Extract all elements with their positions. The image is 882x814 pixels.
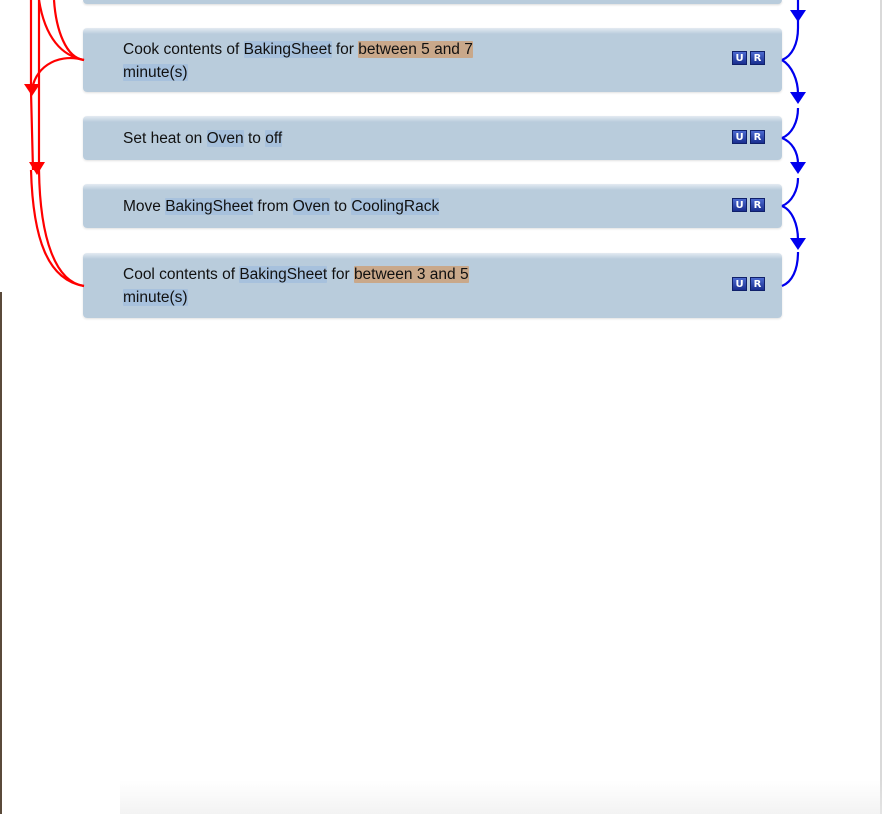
step-card-cool[interactable]: Cool contents of BakingSheet for between…	[83, 253, 782, 318]
u-button[interactable]: U	[732, 198, 747, 212]
sequence-edge	[781, 14, 800, 62]
step-text: Cook contents of BakingSheet for between…	[123, 38, 523, 84]
dependency-edge	[37, 0, 85, 62]
unit-token[interactable]: minute(s)	[123, 64, 188, 81]
edge-layer	[24, 0, 806, 288]
arrowhead-icon	[29, 162, 45, 175]
step-text-fragment: to	[243, 130, 266, 147]
r-button[interactable]: R	[750, 277, 765, 291]
sequence-edge	[781, 204, 800, 241]
step-button-group: U R	[732, 51, 765, 65]
sequence-edge	[781, 136, 800, 165]
r-button[interactable]: R	[750, 198, 765, 212]
arrowhead-icon	[790, 92, 806, 104]
arrowhead-icon	[790, 10, 806, 22]
bottom-shadow	[120, 780, 882, 814]
step-text-fragment: for	[327, 266, 354, 283]
object-token[interactable]: Oven	[206, 130, 244, 147]
value-token[interactable]: off	[265, 130, 283, 147]
step-text-fragment: from	[253, 198, 293, 215]
dependency-edge	[37, 169, 85, 288]
duration-token[interactable]: between 3 and 5	[353, 266, 469, 283]
step-verb-text: Cool contents of	[123, 266, 240, 283]
step-verb-text: Set heat on	[123, 130, 207, 147]
step-card-heat-off[interactable]: Set heat on Oven to off U R	[83, 116, 782, 160]
step-card-cook[interactable]: Cook contents of BakingSheet for between…	[83, 28, 782, 92]
u-button[interactable]: U	[732, 51, 747, 65]
step-button-group: U R	[732, 198, 765, 212]
step-text: Cool contents of BakingSheet for between…	[123, 263, 523, 309]
r-button[interactable]: R	[750, 51, 765, 65]
duration-token[interactable]: between 5 and 7	[358, 41, 473, 58]
step-button-group: U R	[732, 277, 765, 291]
u-button[interactable]: U	[732, 277, 747, 291]
arrowhead-icon	[24, 84, 40, 96]
step-verb-text: Move	[123, 198, 166, 215]
object-token[interactable]: Oven	[292, 198, 330, 215]
step-text: Set heat on Oven to off	[123, 127, 523, 150]
object-token[interactable]: BakingSheet	[239, 266, 328, 283]
object-token[interactable]: BakingSheet	[165, 198, 254, 215]
step-card-move[interactable]: Move BakingSheet from Oven to CoolingRac…	[83, 184, 782, 228]
step-button-group: U R	[732, 130, 765, 144]
previous-step-card[interactable]	[83, 0, 782, 4]
unit-token[interactable]: minute(s)	[123, 289, 188, 306]
object-token[interactable]: BakingSheet	[243, 41, 332, 58]
u-button[interactable]: U	[732, 130, 747, 144]
sequence-arrowheads	[790, 10, 806, 250]
sequence-edge	[781, 59, 800, 95]
sequence-edge	[781, 107, 800, 140]
sequence-edge	[781, 251, 800, 288]
arrowhead-icon	[790, 162, 806, 174]
step-verb-text: Cook contents of	[123, 41, 244, 58]
dependency-arrowheads	[24, 84, 45, 175]
object-token[interactable]: CoolingRack	[351, 198, 440, 215]
window-edge-right	[880, 0, 882, 814]
window-edge-left	[0, 292, 2, 814]
step-text-fragment: for	[331, 41, 359, 58]
arrowhead-icon	[790, 238, 806, 250]
r-button[interactable]: R	[750, 130, 765, 144]
step-text-fragment: to	[329, 198, 352, 215]
dependency-edges	[29, 0, 85, 288]
dependency-edge	[52, 0, 85, 62]
step-text: Move BakingSheet from Oven to CoolingRac…	[123, 195, 523, 218]
sequence-edge	[781, 177, 800, 208]
